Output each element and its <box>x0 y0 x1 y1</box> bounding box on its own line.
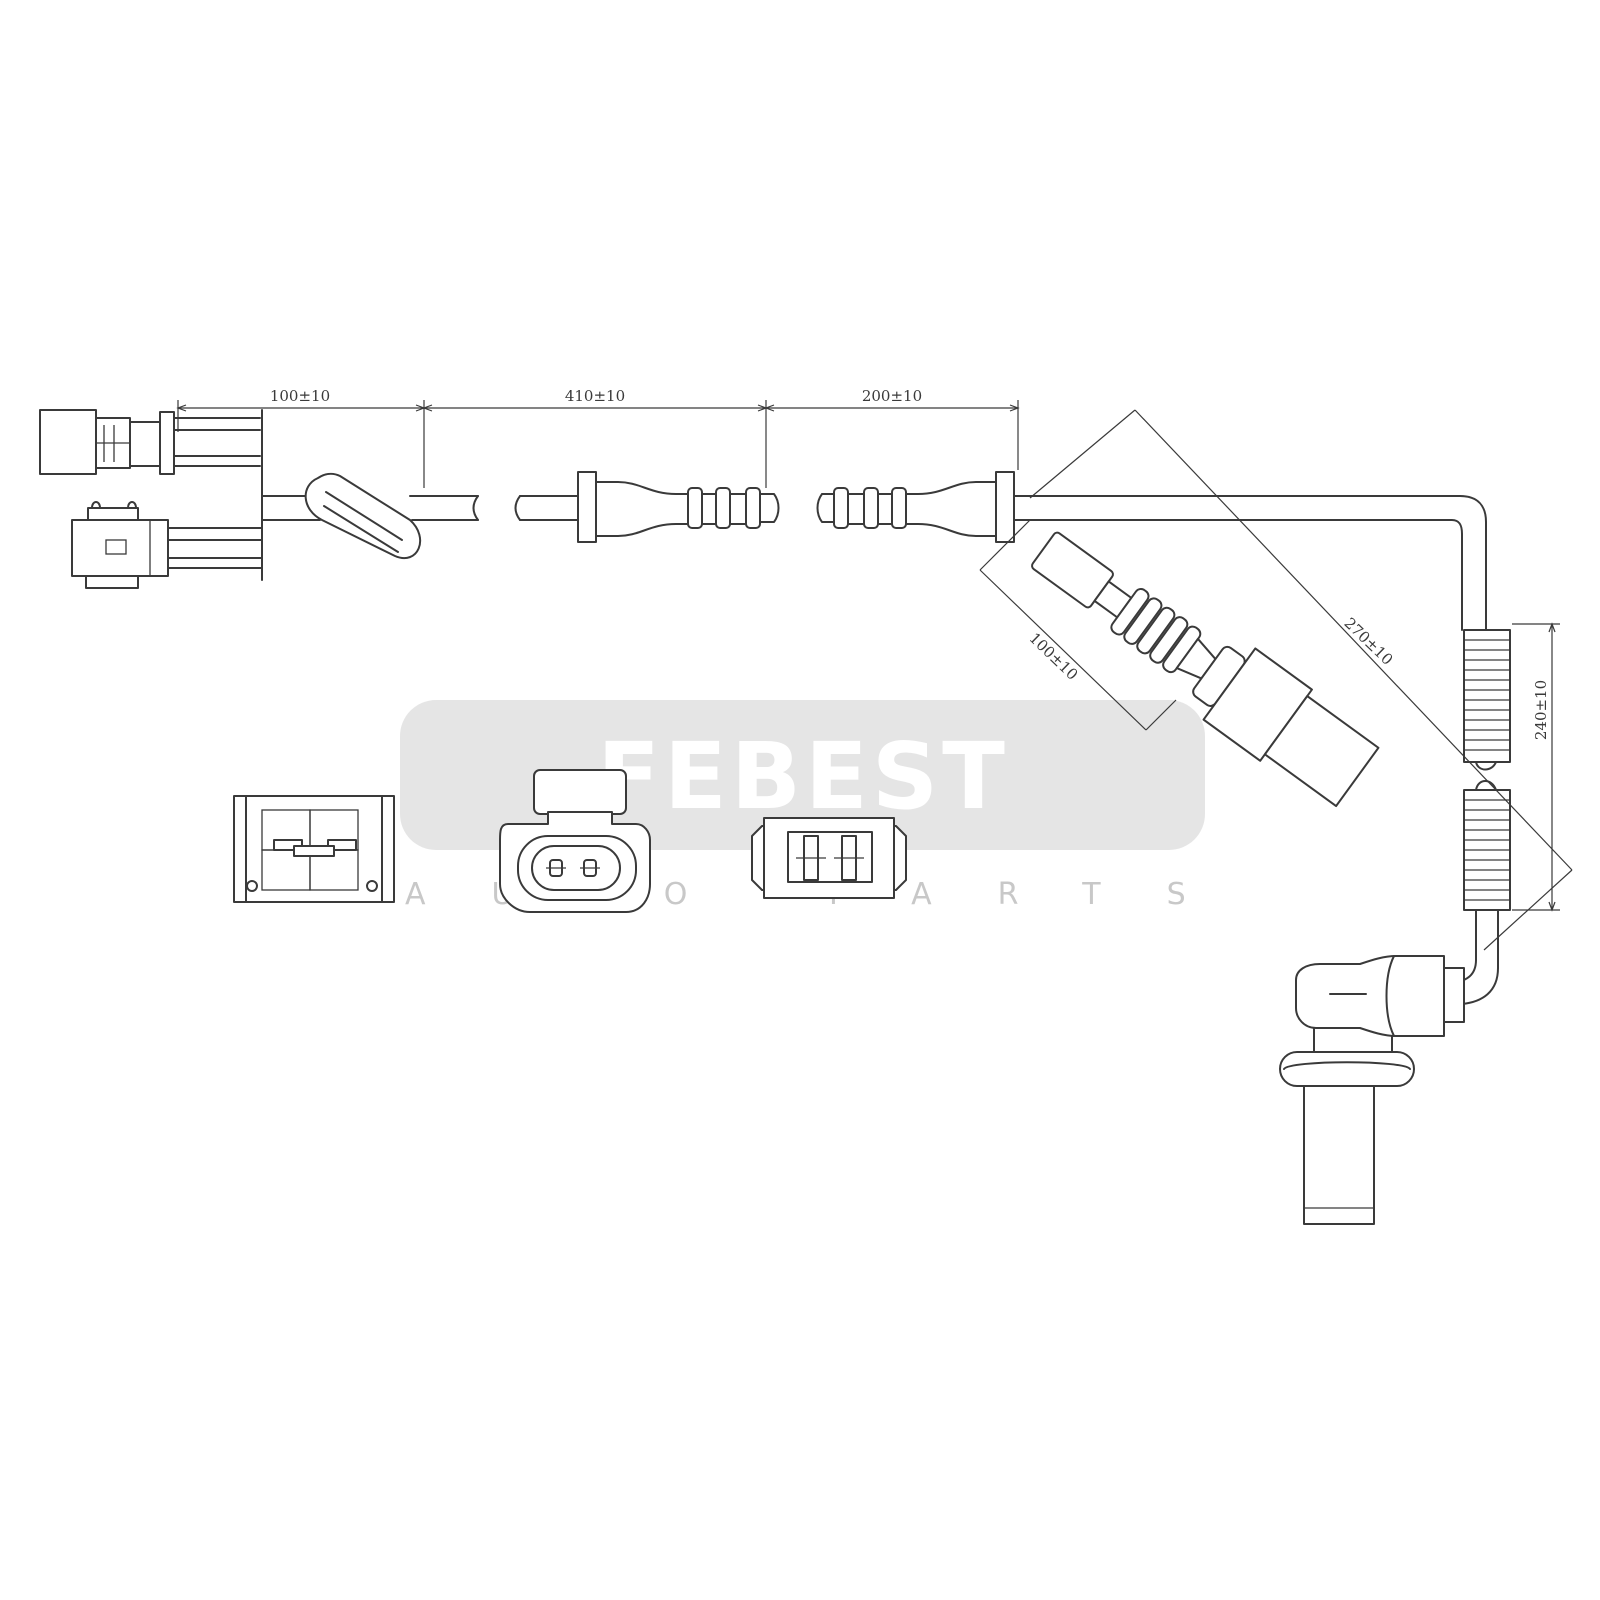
watermark-brand: FEBEST <box>597 723 1009 830</box>
dimension-label-diagonal: 270±10 <box>1341 614 1397 669</box>
dimension-label-vertical: 240±10 <box>1532 680 1550 740</box>
connector-face-1 <box>233 795 395 903</box>
sensor-head <box>1279 955 1465 1225</box>
connector-face-2 <box>499 769 651 913</box>
dimension-top <box>176 400 1020 488</box>
branch-sensor <box>1031 531 1380 808</box>
connector-face-3 <box>751 817 907 899</box>
sleeve-upper <box>1463 629 1511 771</box>
grommet-right <box>816 471 1015 543</box>
dimension-label-branch: 100±10 <box>1026 629 1082 684</box>
dimension-label-3: 200±10 <box>862 387 922 405</box>
grommet-left <box>514 471 780 543</box>
dimension-label-1: 100±10 <box>270 387 330 405</box>
main-cable <box>1013 495 1487 631</box>
dimension-vertical <box>1512 622 1560 912</box>
connector-upper <box>39 409 261 475</box>
dimension-label-2: 410±10 <box>565 387 625 405</box>
cable-clip <box>304 472 479 559</box>
connector-lower <box>71 501 263 589</box>
